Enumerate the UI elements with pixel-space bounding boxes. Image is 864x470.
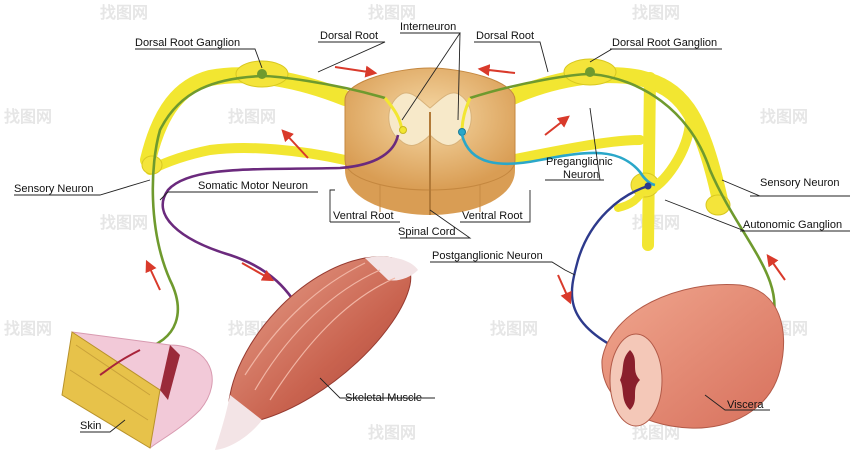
label-ventral-root-left: Ventral Root <box>333 210 394 222</box>
watermark: 找图网 <box>100 3 148 22</box>
label-autonomic-ganglion: Autonomic Ganglion <box>743 219 842 231</box>
label-postganglionic-neuron: Postganglionic Neuron <box>432 250 543 262</box>
watermark: 找图网 <box>368 423 416 442</box>
watermark: 找图网 <box>100 213 148 232</box>
label-preganglionic-line1: Preganglionic <box>546 156 613 168</box>
signal-arrows <box>145 64 786 305</box>
label-somatic-motor-neuron: Somatic Motor Neuron <box>198 180 308 192</box>
label-skeletal-muscle: Skeletal Muscle <box>345 392 422 404</box>
postganglionic-neuron-fiber <box>570 184 649 352</box>
right-nerve <box>502 58 731 251</box>
leader-lines <box>14 32 850 433</box>
label-interneuron: Interneuron <box>400 21 456 33</box>
left-nerve <box>140 60 353 175</box>
label-dorsal-root-ganglion-right: Dorsal Root Ganglion <box>612 37 717 49</box>
watermark-layer: 找图网 找图网 找图网 找图网 找图网 找图网 找图网 找图网 找图网 找图网 … <box>4 3 808 442</box>
label-sensory-neuron-right: Sensory Neuron <box>760 177 840 189</box>
label-ventral-root-right: Ventral Root <box>462 210 523 222</box>
watermark: 找图网 <box>632 423 680 442</box>
label-dorsal-root-ganglion-left: Dorsal Root Ganglion <box>135 37 240 49</box>
skin-tissue <box>61 331 213 449</box>
neuron-fibers <box>139 67 776 367</box>
viscera-organ <box>601 283 785 429</box>
preganglionic-neuron-fiber <box>460 134 656 187</box>
label-skin: Skin <box>80 420 101 432</box>
label-sensory-neuron-left: Sensory Neuron <box>14 183 94 195</box>
sensory-neuron-left-fiber <box>139 74 386 352</box>
skeletal-muscle <box>215 256 418 450</box>
somatic-motor-neuron-fiber <box>161 134 400 321</box>
watermark: 找图网 <box>4 107 52 126</box>
label-dorsal-root-left: Dorsal Root <box>320 30 378 42</box>
watermark: 找图网 <box>632 3 680 22</box>
watermark: 找图网 <box>760 107 808 126</box>
watermark: 找图网 <box>368 3 416 22</box>
spinal-cord <box>344 67 516 215</box>
label-preganglionic-line2: Neuron <box>563 169 599 181</box>
watermark: 找图网 <box>228 107 276 126</box>
label-dorsal-root-right: Dorsal Root <box>476 30 534 42</box>
watermark: 找图网 <box>4 319 52 338</box>
watermark: 找图网 <box>632 213 680 232</box>
label-spinal-cord: Spinal Cord <box>398 226 455 238</box>
labels: Dorsal Root Ganglion Dorsal Root Interne… <box>14 21 842 432</box>
label-viscera: Viscera <box>727 399 764 411</box>
watermark: 找图网 <box>490 319 538 338</box>
